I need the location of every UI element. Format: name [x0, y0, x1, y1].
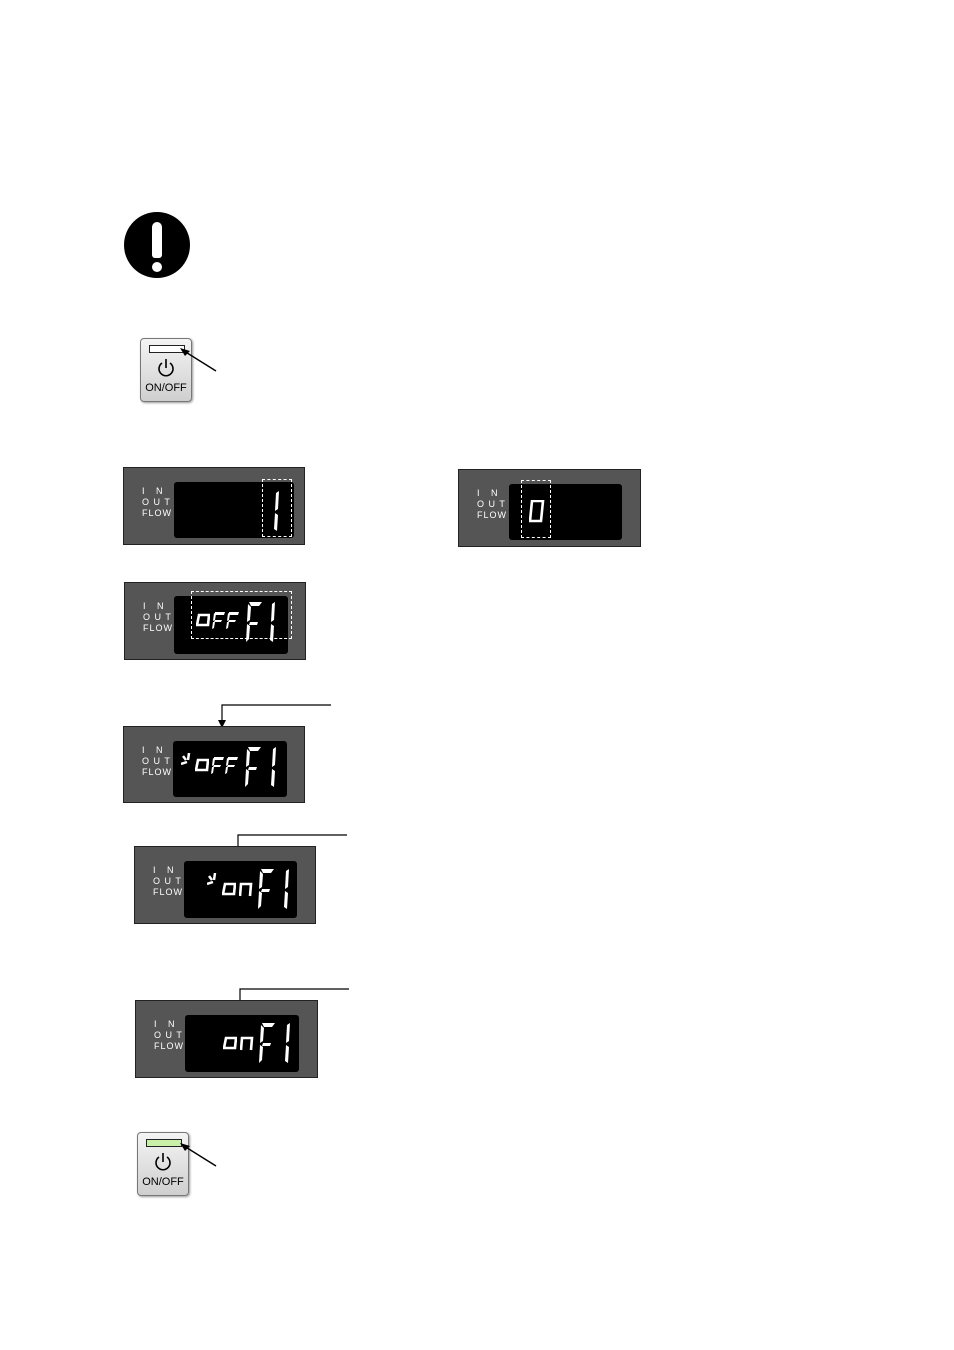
blink-marks	[207, 873, 217, 886]
on-off-label: ON/OFF	[145, 382, 187, 394]
char-F	[259, 1023, 275, 1063]
callout-arrow	[218, 704, 331, 728]
char-f	[225, 757, 238, 774]
lcd-screen	[184, 861, 297, 918]
on-off-button-lit[interactable]: ON/OFF	[137, 1132, 189, 1196]
highlight-box	[262, 479, 292, 537]
on-off-button[interactable]: ON/OFF	[140, 338, 192, 402]
power-lamp	[146, 1139, 182, 1147]
blink-marks	[181, 753, 191, 766]
power-lamp	[149, 345, 185, 353]
lcd-screen	[185, 1015, 299, 1072]
digit-1	[284, 869, 289, 909]
highlight-box	[191, 591, 292, 639]
char-o	[223, 1036, 237, 1050]
on-off-label: ON/OFF	[142, 1176, 184, 1188]
char-o	[195, 758, 209, 772]
warning-icon	[124, 212, 190, 278]
lcd-screen	[173, 741, 287, 797]
char-n	[239, 882, 253, 898]
char-n	[240, 1036, 254, 1052]
pointer-arrow	[180, 348, 217, 372]
lcd-screen	[174, 482, 294, 538]
char-F	[258, 869, 274, 909]
digit-1	[285, 1023, 290, 1063]
highlight-box	[521, 480, 551, 538]
char-o	[222, 882, 236, 896]
char-f	[211, 757, 224, 774]
pointer-arrow	[180, 1143, 217, 1167]
power-icon	[158, 359, 174, 377]
lcd-screen	[509, 484, 622, 540]
lcd-screen	[174, 596, 288, 654]
digit-1	[271, 747, 276, 787]
char-F	[245, 747, 261, 787]
power-icon	[155, 1153, 171, 1171]
